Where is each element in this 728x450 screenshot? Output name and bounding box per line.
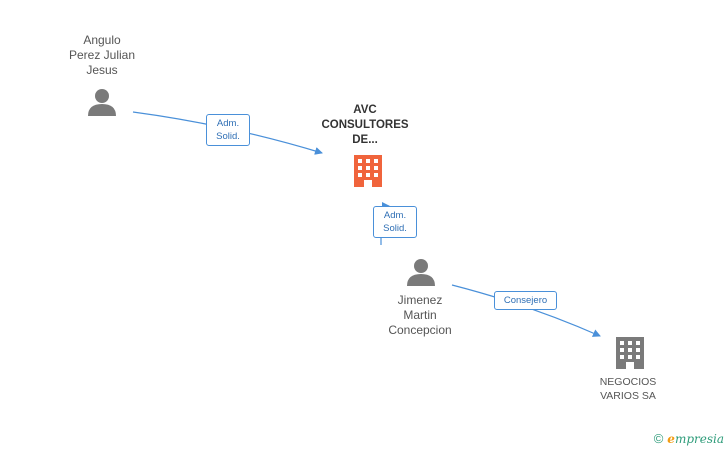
node-label-avc[interactable]: AVC CONSULTORES DE... bbox=[310, 103, 420, 148]
brand-logo[interactable]: ©empresia bbox=[654, 431, 724, 446]
node-label-line: CONSULTORES bbox=[321, 119, 409, 131]
brand-name: mpresia bbox=[674, 432, 724, 446]
edge-badge-line: Solid. bbox=[383, 223, 407, 234]
node-label-line: Jimenez bbox=[397, 293, 443, 307]
building-icon[interactable] bbox=[354, 155, 382, 187]
building-icon[interactable] bbox=[616, 337, 644, 369]
copyright-icon: © bbox=[653, 431, 664, 446]
node-label-angulo[interactable]: Angulo Perez Julian Jesus bbox=[58, 33, 146, 78]
edge-badge-line: Adm. bbox=[383, 210, 407, 221]
edge-badge-angulo-avc[interactable]: Adm. Solid. bbox=[206, 114, 250, 146]
node-label-line: Concepcion bbox=[388, 323, 452, 337]
node-label-jimenez[interactable]: Jimenez Martin Concepcion bbox=[375, 293, 465, 338]
edge-badge-line: Solid. bbox=[216, 131, 240, 142]
node-label-line: AVC bbox=[353, 104, 377, 116]
person-icon[interactable] bbox=[407, 259, 435, 286]
edge-badge-jimenez-avc[interactable]: Adm. Solid. bbox=[373, 206, 417, 238]
node-label-line: Perez Julian bbox=[68, 48, 136, 62]
brand-e: e bbox=[667, 432, 675, 446]
node-label-line: NEGOCIOS bbox=[599, 376, 657, 388]
node-label-line: Angulo bbox=[83, 33, 121, 47]
node-label-line: Jesus bbox=[86, 63, 118, 77]
person-icon[interactable] bbox=[88, 89, 116, 116]
edge-badge-line: Adm. bbox=[216, 118, 240, 129]
node-label-line: VARIOS SA bbox=[600, 390, 656, 402]
edge-badge-line: Consejero bbox=[503, 295, 548, 306]
node-label-line: Martin bbox=[403, 308, 437, 322]
node-label-line: DE... bbox=[352, 134, 378, 146]
node-label-negocios[interactable]: NEGOCIOS VARIOS SA bbox=[583, 375, 673, 403]
edge-badge-jimenez-negocios[interactable]: Consejero bbox=[494, 291, 557, 310]
